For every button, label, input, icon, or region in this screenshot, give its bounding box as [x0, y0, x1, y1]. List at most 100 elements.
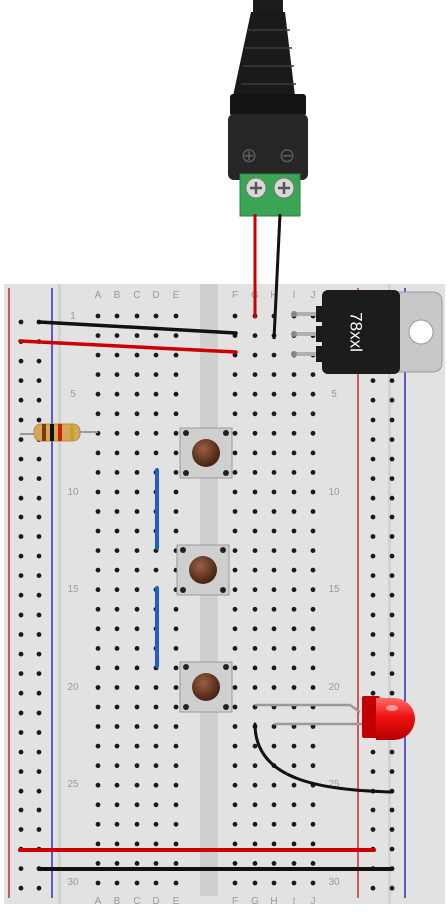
terminal-hole [271, 606, 277, 612]
terminal-hole [310, 489, 316, 495]
row-label-5-left: 5 [70, 389, 76, 400]
terminal-hole [153, 782, 159, 788]
terminal-hole [114, 313, 120, 319]
terminal-hole [291, 880, 297, 886]
terminal-hole [252, 430, 258, 436]
terminal-hole [95, 470, 101, 475]
resistor[interactable] [20, 423, 98, 442]
terminal-hole [114, 841, 120, 847]
pushbutton-2[interactable] [176, 544, 230, 596]
terminal-hole [134, 704, 140, 710]
rail-hole [36, 358, 42, 364]
terminal-hole [95, 880, 101, 886]
terminal-hole [114, 587, 120, 593]
jack-collar [230, 94, 306, 116]
rail-hole [18, 769, 24, 774]
terminal-hole [252, 606, 258, 612]
row-label-1-left: 1 [70, 311, 76, 322]
terminal-hole [173, 489, 179, 495]
terminal-hole [95, 841, 101, 847]
terminal-hole [134, 880, 140, 886]
col-label-I-top: I [293, 290, 296, 301]
terminal-hole [252, 352, 258, 358]
jack-negative-wire[interactable] [272, 213, 282, 340]
led[interactable] [255, 696, 415, 740]
row-label-15-left: 15 [67, 584, 79, 595]
terminal-hole [252, 626, 258, 632]
pushbutton-2-cap[interactable] [189, 556, 217, 584]
pushbutton-1[interactable] [179, 427, 233, 479]
terminal-hole [95, 646, 101, 651]
terminal-hole [134, 450, 140, 456]
terminal-hole [95, 606, 101, 612]
terminal-hole [173, 763, 179, 769]
col-label-B-bottom: B [114, 896, 121, 907]
row-label-30-right: 30 [328, 877, 340, 888]
col-label-H-top: H [270, 290, 277, 301]
terminal-hole [173, 685, 179, 690]
rail-hole [36, 476, 42, 481]
terminal-hole [291, 470, 297, 475]
terminal-hole [310, 606, 316, 612]
pushbutton-3-cap[interactable] [192, 673, 220, 701]
terminal-hole [232, 372, 238, 377]
power-jumper-wire[interactable] [18, 339, 238, 354]
rail-hole [370, 807, 376, 813]
terminal-hole [252, 841, 258, 847]
terminal-hole [271, 489, 277, 495]
terminal-hole [153, 743, 159, 749]
terminal-hole [310, 743, 316, 749]
rail-hole [389, 476, 395, 481]
terminal-hole [291, 587, 297, 593]
col-label-F-top: F [232, 290, 238, 301]
resistor-band-4 [70, 424, 74, 441]
rail-hole [36, 534, 42, 539]
terminal-hole [232, 528, 238, 534]
terminal-hole [114, 743, 120, 749]
terminal-hole [173, 724, 179, 729]
row-label-10-right: 10 [328, 487, 340, 498]
terminal-hole [134, 782, 140, 788]
terminal-hole [153, 450, 159, 456]
rail-hole [389, 397, 395, 403]
pushbutton-3[interactable] [179, 661, 233, 713]
terminal-hole [173, 841, 179, 847]
jack-housing [228, 114, 308, 180]
terminal-hole [134, 548, 140, 553]
terminal-hole [153, 685, 159, 690]
led-ground-wire[interactable] [253, 722, 394, 794]
rail-hole [370, 417, 376, 423]
terminal-hole [153, 704, 159, 710]
rail-hole [389, 378, 395, 383]
rail-hole [389, 769, 395, 774]
terminal-hole [134, 313, 140, 319]
terminal-hole [114, 606, 120, 612]
rail-hole [18, 885, 24, 891]
pushbutton-1-cap[interactable] [192, 439, 220, 467]
rail-hole [36, 553, 42, 559]
terminal-hole [153, 880, 159, 886]
terminal-hole [95, 743, 101, 749]
terminal-hole [310, 665, 316, 671]
terminal-hole [252, 548, 258, 553]
rail-hole [370, 632, 376, 637]
terminal-hole [134, 411, 140, 417]
terminal-hole [271, 802, 277, 808]
terminal-hole [252, 509, 258, 514]
voltage-regulator[interactable]: 78xxl [291, 290, 443, 374]
terminal-hole [173, 821, 179, 827]
rail-hole [389, 534, 395, 539]
rail-hole [18, 807, 24, 813]
terminal-hole [252, 665, 258, 671]
terminal-hole [153, 763, 159, 769]
rail-hole [18, 456, 24, 462]
rail-hole [36, 769, 42, 774]
ground-jumper-wire[interactable] [37, 320, 238, 335]
resistor-band-3 [58, 424, 62, 441]
terminal-hole [291, 821, 297, 827]
terminal-hole [271, 821, 277, 827]
terminal-hole [134, 333, 140, 338]
col-label-C-top: C [133, 290, 140, 301]
rail-hole [370, 769, 376, 774]
terminal-hole [291, 782, 297, 788]
